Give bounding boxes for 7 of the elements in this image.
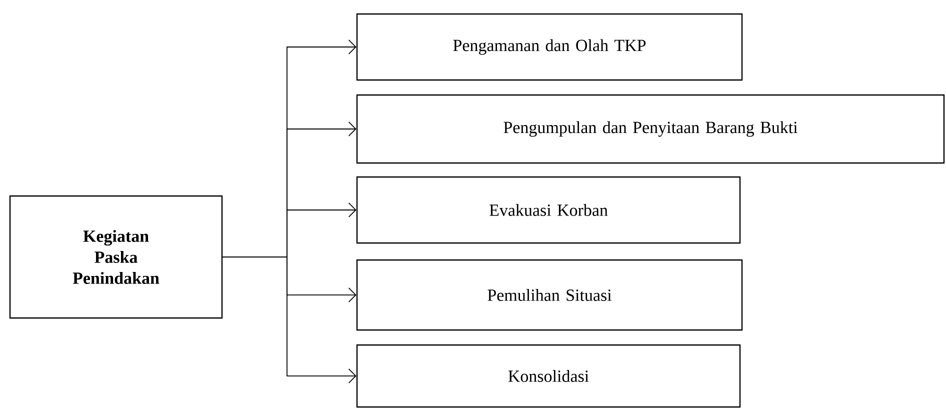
process-box: Pengamanan dan Olah TKP xyxy=(356,13,743,81)
arrow xyxy=(222,256,356,384)
process-box: Konsolidasi xyxy=(356,344,741,408)
process-box: Pengumpulan dan Penyitaan Barang Bukti xyxy=(356,94,945,164)
process-box: Evakuasi Korban xyxy=(356,176,741,244)
process-box: Pemulihan Situasi xyxy=(356,259,743,331)
process-box: Kegiatan Paska Penindakan xyxy=(9,195,223,319)
